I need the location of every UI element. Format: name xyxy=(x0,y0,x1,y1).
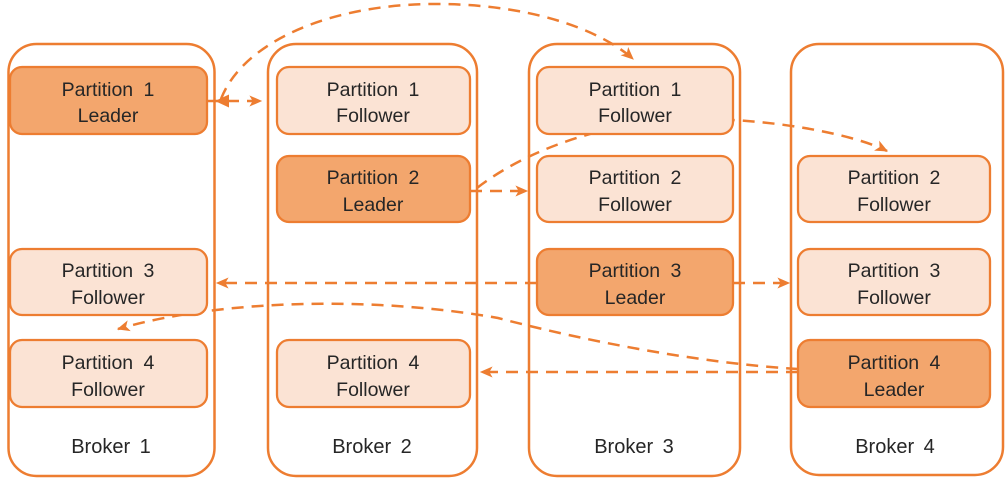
partition-role: Follower xyxy=(598,105,672,127)
b2-partition-4-follower-box xyxy=(275,338,472,409)
broker-4-label: Broker 4 xyxy=(855,436,935,458)
partition-title: Partition 3 xyxy=(589,260,682,282)
b4-partition-4-leader: Partition 4 Leader xyxy=(796,338,992,409)
partition-role: Leader xyxy=(78,105,139,127)
b4-partition-4-leader-box xyxy=(796,338,992,409)
b2-partition-1-follower: Partition 1 Follower xyxy=(275,65,472,136)
broker-3-label: Broker 3 xyxy=(594,436,674,458)
partition-role: Follower xyxy=(336,105,410,127)
b2-partition-4-follower: Partition 4 Follower xyxy=(275,338,472,409)
arrow-p4-leader-to-broker1-follower xyxy=(116,302,799,371)
b3-partition-1-follower-box xyxy=(535,65,735,136)
partition-title: Partition 4 xyxy=(327,352,420,374)
b2-partition-2-leader-box xyxy=(275,154,472,224)
b1-partition-1-leader: Partition 1 Leader xyxy=(8,65,209,136)
partition-title: Partition 1 xyxy=(589,79,682,101)
partition-title: Partition 3 xyxy=(62,260,155,282)
b3-partition-3-leader-box xyxy=(535,247,735,317)
b4-partition-2-follower-box xyxy=(796,154,992,224)
broker-1-label: Broker 1 xyxy=(71,436,151,458)
partition-role: Follower xyxy=(71,379,145,401)
broker-2-label: Broker 2 xyxy=(332,436,412,458)
b1-partition-3-follower-box xyxy=(8,247,209,317)
partition-role: Leader xyxy=(343,194,404,216)
b1-partition-4-follower-box xyxy=(8,338,209,409)
partition-title: Partition 4 xyxy=(848,352,941,374)
partition-role: Follower xyxy=(857,287,931,309)
b1-partition-1-leader-box xyxy=(8,65,209,136)
partition-role: Leader xyxy=(605,287,666,309)
b1-partition-4-follower: Partition 4 Follower xyxy=(8,338,209,409)
partition-title: Partition 3 xyxy=(848,260,941,282)
partition-title: Partition 4 xyxy=(62,352,155,374)
arrow-tail-head-p1-leader xyxy=(215,94,229,108)
partition-role: Follower xyxy=(857,194,931,216)
b3-partition-3-leader: Partition 3 Leader xyxy=(535,247,735,317)
b4-partition-2-follower: Partition 2 Follower xyxy=(796,154,992,224)
partition-role: Leader xyxy=(864,379,925,401)
partition-role: Follower xyxy=(598,194,672,216)
partition-title: Partition 2 xyxy=(589,167,682,189)
partition-title: Partition 2 xyxy=(848,167,941,189)
b1-partition-3-follower: Partition 3 Follower xyxy=(8,247,209,317)
b4-partition-3-follower: Partition 3 Follower xyxy=(796,247,992,317)
partition-title: Partition 2 xyxy=(327,167,420,189)
b3-partition-2-follower: Partition 2 Follower xyxy=(535,154,735,224)
b3-partition-2-follower-box xyxy=(535,154,735,224)
partition-title: Partition 1 xyxy=(62,79,155,101)
b2-partition-1-follower-box xyxy=(275,65,472,136)
arrow-p1-leader-to-broker3-follower xyxy=(219,2,634,100)
partition-role: Follower xyxy=(336,379,410,401)
b4-partition-3-follower-box xyxy=(796,247,992,317)
arrow-p2-leader-to-broker4-follower xyxy=(476,117,889,189)
b3-partition-1-follower: Partition 1 Follower xyxy=(535,65,735,136)
replication-arrows xyxy=(116,2,889,378)
partition-title: Partition 1 xyxy=(327,79,420,101)
partition-role: Follower xyxy=(71,287,145,309)
b2-partition-2-leader: Partition 2 Leader xyxy=(275,154,472,224)
